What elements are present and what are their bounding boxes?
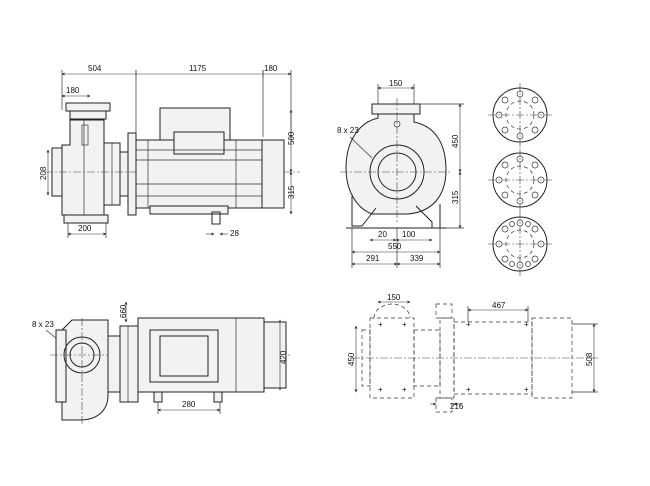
svg-text:+: + bbox=[524, 320, 529, 329]
dim-20: 20 bbox=[378, 230, 387, 239]
svg-text:+: + bbox=[378, 385, 383, 394]
svg-text:+: + bbox=[466, 320, 471, 329]
dim-208: 208 bbox=[39, 166, 48, 180]
top-view: 8 x 23 660 420 280 bbox=[32, 301, 290, 425]
dim-291: 291 bbox=[366, 254, 380, 263]
svg-text:+: + bbox=[524, 385, 529, 394]
flange-1 bbox=[488, 83, 552, 147]
dim-450-base: 450 bbox=[347, 352, 356, 366]
side-view: 504 1175 180 180 500 bbox=[39, 64, 300, 238]
dim-1175: 1175 bbox=[189, 64, 207, 73]
svg-text:+: + bbox=[402, 385, 407, 394]
dim-200: 200 bbox=[78, 224, 92, 233]
svg-text:+: + bbox=[466, 385, 471, 394]
dim-150-base: 150 bbox=[387, 293, 401, 302]
svg-text:+: + bbox=[378, 320, 383, 329]
dim-180-right: 180 bbox=[264, 64, 278, 73]
flange-3 bbox=[488, 212, 552, 276]
svg-text:+: + bbox=[402, 320, 407, 329]
dim-8x23-top: 8 x 23 bbox=[32, 320, 54, 329]
dim-500: 500 bbox=[287, 131, 296, 145]
dim-150-front: 150 bbox=[389, 79, 403, 88]
dim-450-front: 450 bbox=[451, 134, 460, 148]
dim-180-flange: 180 bbox=[66, 86, 80, 95]
dim-550: 550 bbox=[388, 242, 402, 251]
front-view: 150 8 x 23 450 315 20 100 550 291 339 bbox=[337, 79, 464, 268]
dim-280: 280 bbox=[182, 400, 196, 409]
dim-8x23-front: 8 x 23 bbox=[337, 126, 359, 135]
dim-28: 28 bbox=[230, 229, 239, 238]
dim-315: 315 bbox=[287, 185, 296, 199]
dim-660: 660 bbox=[119, 304, 128, 318]
flange-2 bbox=[488, 148, 552, 212]
dim-100: 100 bbox=[402, 230, 416, 239]
dim-467: 467 bbox=[492, 301, 506, 310]
dim-216: 216 bbox=[450, 402, 464, 411]
dim-339: 339 bbox=[410, 254, 424, 263]
dim-504: 504 bbox=[88, 64, 102, 73]
flange-views bbox=[488, 83, 552, 276]
dim-508: 508 bbox=[585, 352, 594, 366]
dim-420: 420 bbox=[279, 350, 288, 364]
base-view: 150 467 + + + + + + + + 450 508 216 bbox=[347, 293, 600, 413]
dim-315-front: 315 bbox=[451, 190, 460, 204]
